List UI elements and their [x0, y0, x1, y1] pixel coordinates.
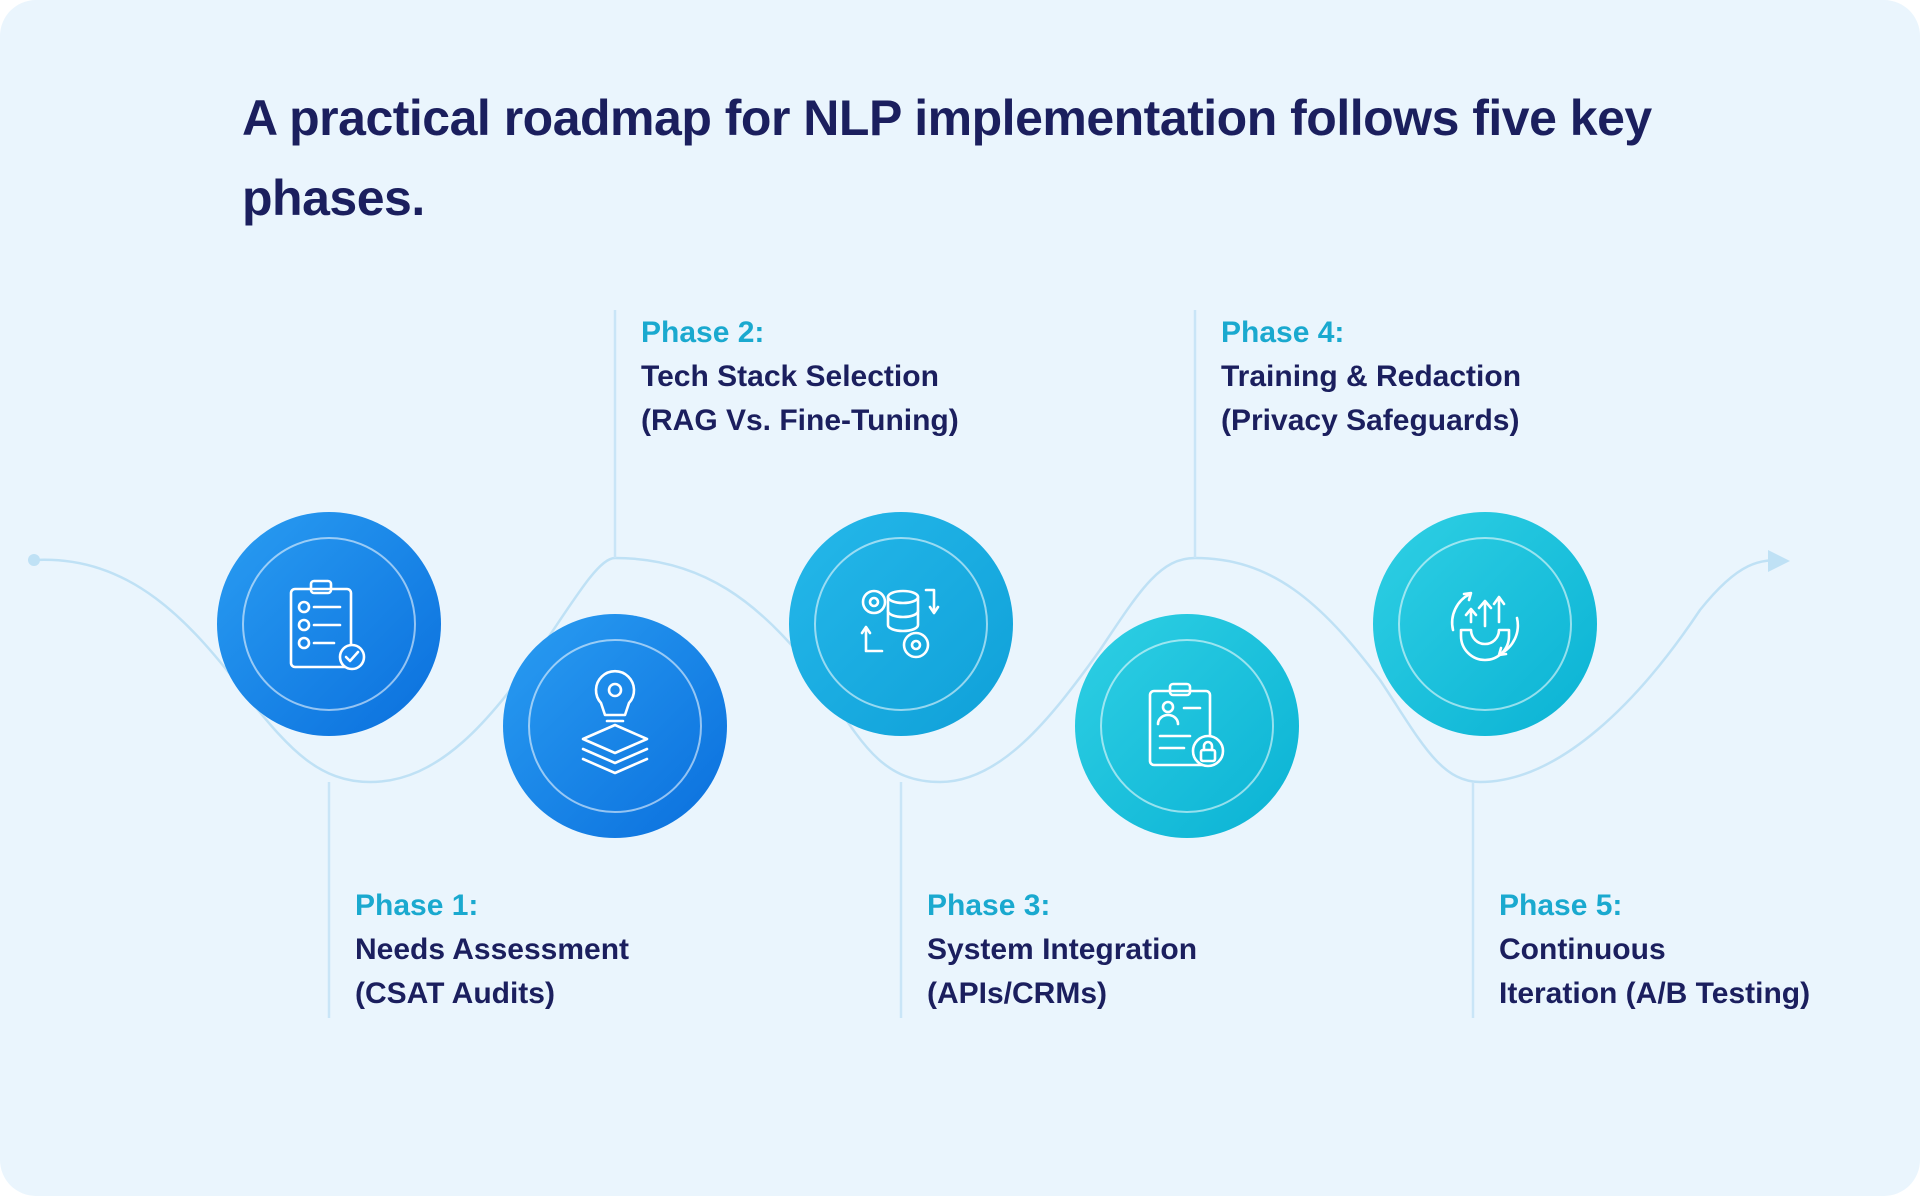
phase-1-circle — [217, 512, 441, 736]
phase-3-description: System Integration (APIs/CRMs) — [927, 933, 1198, 1010]
phase-4-block: Phase 4: Training & Redaction (Privacy S… — [1221, 311, 1521, 443]
phase-2-circle — [503, 614, 727, 838]
database-gears-icon — [860, 588, 940, 659]
cycle-improvement-icon — [1450, 591, 1520, 662]
phase-5-block: Phase 5: Continuous Iteration (A/B Testi… — [1499, 884, 1810, 1016]
phase-5-description: Continuous Iteration (A/B Testing) — [1499, 933, 1811, 1010]
lightbulb-layers-icon — [581, 669, 649, 775]
phase-1-label: Phase 1: — [355, 889, 479, 922]
phase-4-label: Phase 4: — [1221, 316, 1345, 349]
phase-4-description: Training & Redaction (Privacy Safeguards… — [1221, 360, 1522, 437]
path-end-arrow — [1768, 550, 1790, 572]
phase-3-label: Phase 3: — [927, 889, 1051, 922]
phase-1-description: Needs Assessment (CSAT Audits) — [355, 933, 630, 1010]
clipboard-checklist-icon — [289, 579, 366, 671]
phase-3-circle — [789, 512, 1013, 736]
roadmap-path — [33, 556, 1786, 784]
phase-2-description: Tech Stack Selection (RAG Vs. Fine-Tunin… — [641, 360, 959, 437]
phase-5-label: Phase 5: — [1499, 889, 1623, 922]
phase-3-block: Phase 3: System Integration (APIs/CRMs) — [927, 884, 1197, 1016]
phase-2-block: Phase 2: Tech Stack Selection (RAG Vs. F… — [641, 311, 959, 443]
phase-5-circle — [1373, 512, 1597, 736]
phase-2-label: Phase 2: — [641, 316, 765, 349]
page-title: A practical roadmap for NLP implementati… — [242, 90, 1652, 226]
phase-1-block: Phase 1: Needs Assessment (CSAT Audits) — [355, 884, 629, 1016]
path-start-dot — [28, 554, 40, 566]
phase-4-circle — [1075, 614, 1299, 838]
secure-document-icon — [1148, 682, 1225, 768]
